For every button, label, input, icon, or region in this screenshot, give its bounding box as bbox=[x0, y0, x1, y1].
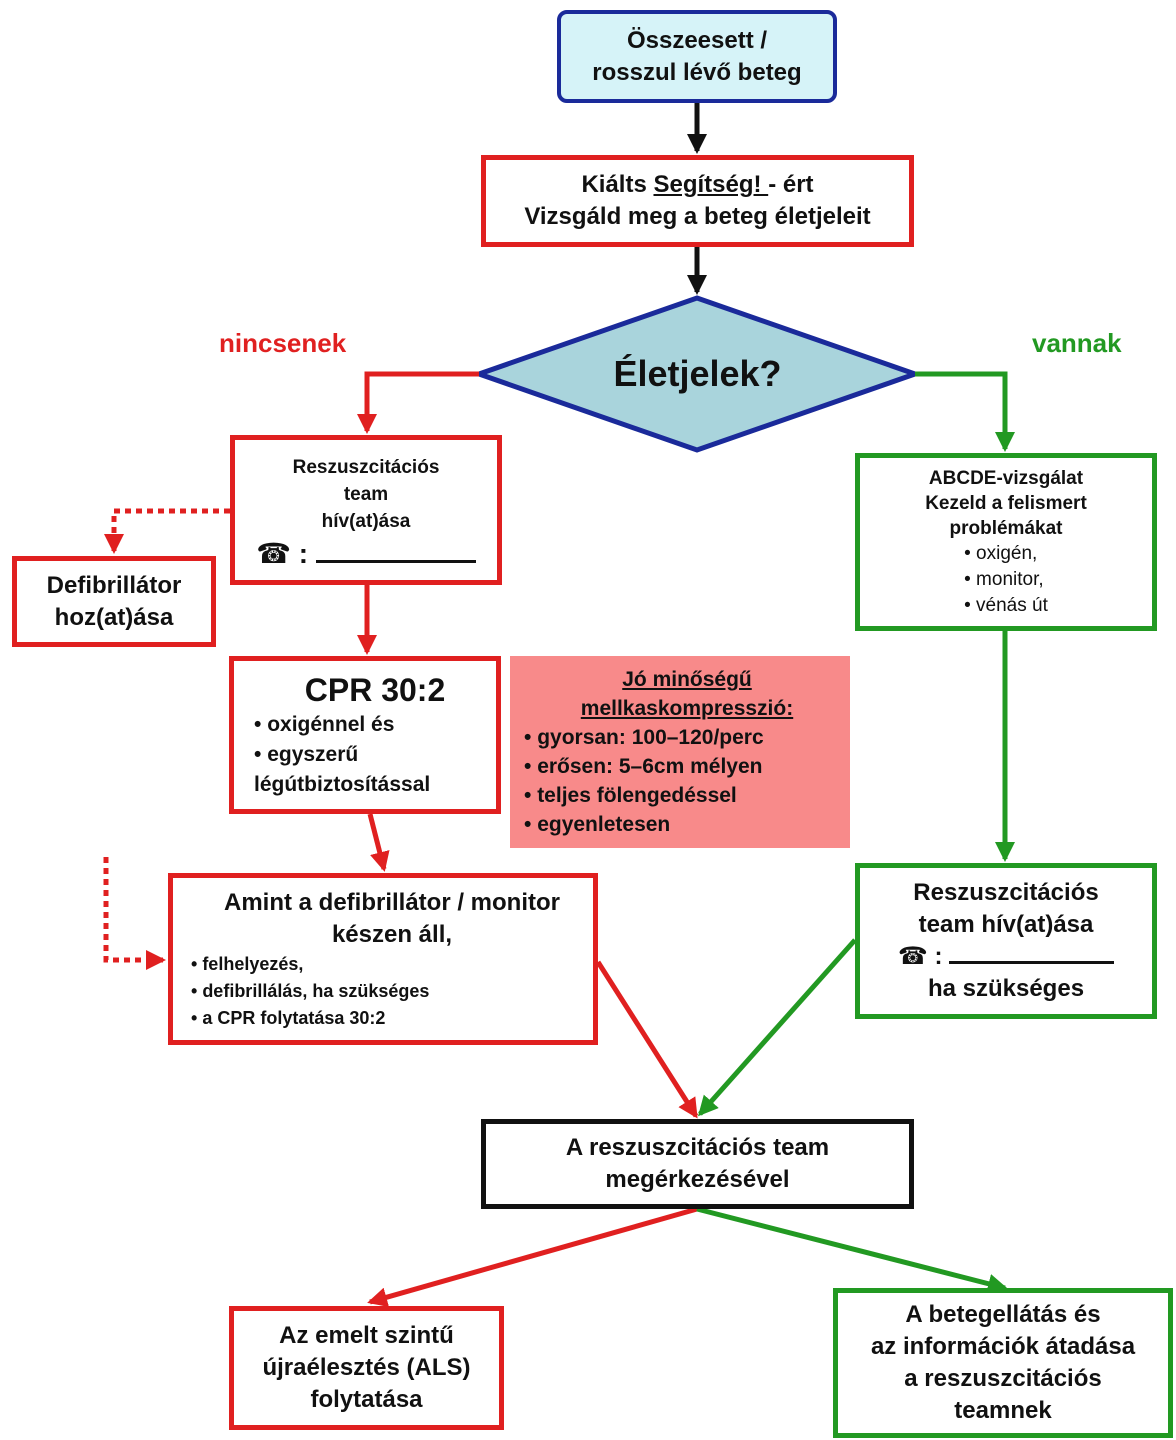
defib-fetch-line1: Defibrillátor bbox=[46, 571, 182, 599]
cpr-tail: légútbiztosítással bbox=[254, 773, 431, 796]
quality-item: erősen: 5–6cm mélyen bbox=[524, 752, 764, 781]
defib-fetch-node: Defibrillátor hoz(at)ása bbox=[12, 556, 216, 647]
abcde-line2: Kezeld a felismert bbox=[925, 492, 1087, 514]
call-right-line2: team hív(at)ása bbox=[918, 911, 1094, 938]
als-line3: folytatása bbox=[310, 1386, 423, 1413]
quality-item: egyenletesen bbox=[524, 810, 764, 839]
call-right-phone-line: ☎ : bbox=[897, 941, 1115, 973]
telephone-icon: ☎ bbox=[897, 943, 928, 970]
als-line2: újraélesztés (ALS) bbox=[262, 1354, 471, 1381]
quality-items-list: gyorsan: 100–120/perc erősen: 5–6cm mély… bbox=[524, 723, 764, 839]
defib-fetch-line2: hoz(at)ása bbox=[54, 603, 174, 631]
defib-ready-line1: Amint a defibrillátor / monitor bbox=[223, 888, 560, 916]
abcde-node: ABCDE-vizsgálat Kezeld a felismert probl… bbox=[855, 453, 1157, 631]
cpr-title: CPR 30:2 bbox=[304, 672, 446, 708]
call-right-line4: ha szükséges bbox=[927, 975, 1085, 1002]
arrow-yes-branch bbox=[915, 371, 1015, 452]
quality-item: gyorsan: 100–120/perc bbox=[524, 723, 763, 752]
decision-text: Életjelek? bbox=[613, 353, 782, 394]
abcde-line3: problémákat bbox=[949, 517, 1063, 539]
shout-pre: Kiálts bbox=[581, 171, 654, 198]
defib-ready-node: Amint a defibrillátor / monitor készen á… bbox=[168, 873, 598, 1045]
shout-line1: Kiálts Segítség! - ért bbox=[581, 169, 813, 201]
arrival-node: A reszuszcitációs team megérkezésével bbox=[481, 1119, 914, 1209]
call-team-left-node: Reszuszcitációs team hív(at)ása ☎ : bbox=[230, 435, 502, 585]
handover-line3: a reszuszcitációs bbox=[904, 1365, 1102, 1392]
call-left-line2: team bbox=[343, 484, 389, 505]
shout-help-word: Segítség! bbox=[653, 171, 769, 198]
cpr-item: egyszerű bbox=[254, 740, 394, 770]
call-right-line1: Reszuszcitációs bbox=[913, 879, 1099, 906]
arrow-no-branch bbox=[357, 371, 479, 434]
quality-info-box: Jó minőségű mellkaskompresszió: gyorsan:… bbox=[510, 656, 850, 848]
decision-label: Életjelek? bbox=[560, 349, 835, 399]
handover-line2: az információk átadása bbox=[870, 1333, 1136, 1360]
defib-ready-item: felhelyezés, bbox=[191, 951, 429, 978]
abcde-item: oxigén, bbox=[964, 541, 1048, 567]
defib-ready-line2: készen áll, bbox=[331, 920, 453, 948]
cpr-items-list: oxigénnel és egyszerű bbox=[254, 710, 394, 770]
arrival-line2: megérkezésével bbox=[605, 1166, 790, 1193]
call-left-line3: hív(at)ása bbox=[321, 511, 411, 532]
cpr-node: CPR 30:2 oxigénnel és egyszerű légútbizt… bbox=[229, 656, 501, 814]
shout-line2: Vizsgáld meg a beteg életjeleit bbox=[524, 203, 871, 230]
no-branch-label: nincsenek bbox=[219, 328, 347, 358]
abcde-item: monitor, bbox=[964, 567, 1048, 593]
start-node: Összeesett / rosszul lévő beteg bbox=[557, 10, 837, 103]
defib-ready-items-list: felhelyezés, defibrillálás, ha szükséges… bbox=[191, 951, 429, 1032]
als-node: Az emelt szintű újraélesztés (ALS) folyt… bbox=[229, 1306, 504, 1430]
yes-branch-label: vannak bbox=[1032, 328, 1122, 358]
arrival-line1: A reszuszcitációs team bbox=[565, 1134, 830, 1161]
abcde-line1: ABCDE-vizsgálat bbox=[928, 467, 1084, 489]
defib-ready-item: defibrillálás, ha szükséges bbox=[191, 978, 429, 1005]
start-line2: rosszul lévő beteg bbox=[592, 58, 802, 86]
call-team-right-node: Reszuszcitációs team hív(at)ása ☎ : ha s… bbox=[855, 863, 1157, 1019]
quality-title1: Jó minőségű bbox=[622, 668, 752, 691]
defib-ready-item: a CPR folytatása 30:2 bbox=[191, 1005, 429, 1032]
arrow-arrival-to-als bbox=[367, 1206, 698, 1307]
call-left-colon: : bbox=[298, 538, 309, 569]
handover-line4: teamnek bbox=[954, 1397, 1052, 1424]
quality-title2: mellkaskompresszió: bbox=[580, 697, 794, 720]
arrow-arrival-to-handover bbox=[696, 1206, 1008, 1294]
quality-item: teljes fölengedéssel bbox=[524, 781, 764, 810]
handover-node: A betegellátás és az információk átadása… bbox=[833, 1288, 1173, 1438]
shout-post: - ért bbox=[768, 171, 814, 198]
call-right-blank bbox=[949, 961, 1115, 964]
cpr-item: oxigénnel és bbox=[254, 710, 394, 740]
dotted-arrow-to-defib-ready bbox=[103, 857, 166, 970]
call-right-colon: : bbox=[934, 943, 943, 970]
abcde-item: vénás út bbox=[964, 593, 1048, 619]
decision-diamond bbox=[471, 295, 923, 453]
dotted-arrow-to-defib-fetch bbox=[104, 508, 230, 554]
arrow-cpr-to-defib bbox=[367, 813, 390, 872]
handover-line1: A betegellátás és bbox=[905, 1301, 1101, 1328]
als-line1: Az emelt szintű bbox=[279, 1322, 454, 1349]
telephone-icon: ☎ bbox=[256, 538, 291, 569]
arrow-call-to-arrival bbox=[698, 938, 857, 1117]
start-line1: Összeesett / bbox=[626, 26, 768, 54]
call-left-blank bbox=[315, 560, 476, 563]
abcde-items-list: oxigén, monitor, vénás út bbox=[964, 541, 1048, 619]
arrow-defib-to-arrival bbox=[595, 960, 699, 1119]
call-left-phone-line: ☎ : bbox=[256, 535, 476, 573]
call-left-line1: Reszuszcitációs bbox=[292, 457, 440, 478]
shout-help-node: Kiálts Segítség! - ért Vizsgáld meg a be… bbox=[481, 155, 914, 247]
